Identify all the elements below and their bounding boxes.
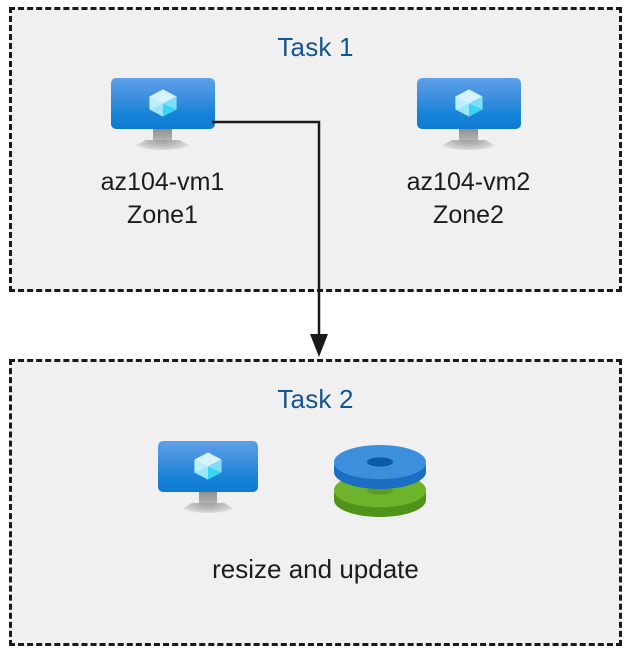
vm-monitor-stand-base <box>177 502 239 513</box>
node-az104-vm2-label: az104-vm2 Zone2 <box>406 168 531 229</box>
vm-monitor-stand-base <box>436 139 501 150</box>
azure-disks-icon[interactable] <box>330 443 430 525</box>
azure-virtual-machine-icon <box>416 78 521 150</box>
task-2-container: Task 2 <box>9 359 622 646</box>
vm-cube-glyph <box>194 452 222 480</box>
vm-monitor-stand-neck <box>153 128 172 143</box>
node-az104-vm2[interactable]: az104-vm2 Zone2 <box>366 78 571 232</box>
vm-monitor-stand-neck <box>199 491 217 506</box>
azure-virtual-machine-icon[interactable] <box>158 441 258 513</box>
task-1-title: Task 1 <box>277 32 354 62</box>
vm-cube-glyph <box>148 89 177 117</box>
vm-monitor-stand-base <box>130 139 195 150</box>
disk-blue <box>334 445 426 489</box>
node-az104-vm1[interactable]: az104-vm1 Zone1 <box>60 78 265 232</box>
vm-cube-glyph <box>454 89 483 117</box>
azure-virtual-machine-icon <box>110 78 215 150</box>
task-2-caption: resize and update <box>212 554 419 584</box>
vm-monitor-stand-neck <box>459 128 478 143</box>
task-2-title: Task 2 <box>277 384 354 414</box>
task-2-icon-row <box>9 437 622 547</box>
node-az104-vm1-label: az104-vm1 Zone1 <box>100 168 225 229</box>
